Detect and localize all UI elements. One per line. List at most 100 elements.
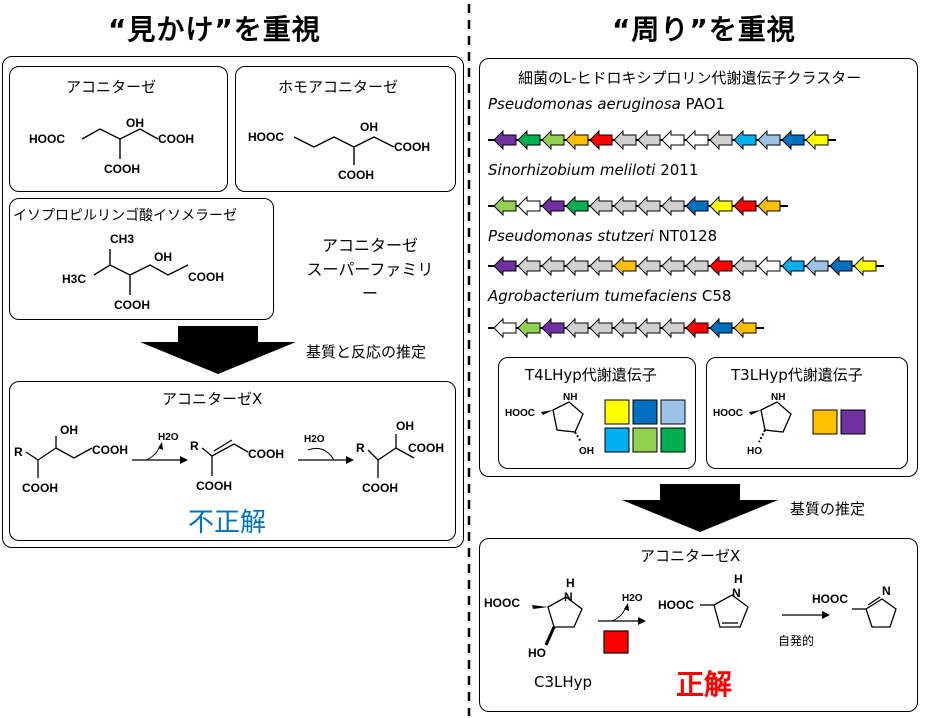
organism-species: Pseudomonas stutzeri [488,227,654,245]
group: N [732,586,741,600]
ipmi-name: イソプロピルリンゴ酸イソメラーゼ [13,208,237,224]
group: HOOC [658,598,694,612]
gene-arrow [565,255,589,277]
gene-arrow [757,195,781,217]
substrate-label: C3LHyp [534,673,593,691]
gene-color-square [604,427,630,453]
gene-color-square [604,399,630,425]
gene-arrow [613,255,637,277]
gene-arrow [565,129,589,151]
group: H [734,572,743,586]
water-label: H2O [158,432,179,443]
left-reaction: R OH COOH COOH H2O R COOH COOH H2O [14,420,444,495]
gene-arrow [637,129,661,151]
gene-arrow [805,255,829,277]
left-heading: “見かけ”を重視 [108,13,321,46]
gene-arrow [685,317,709,339]
gene-arrow [541,129,565,151]
gene-arrow [517,195,541,217]
homoaconitase-structure: HOOC OH COOH COOH [248,120,430,182]
group: COOH [338,168,374,182]
gene-arrow [541,317,565,339]
t4-name: T4LHyp代謝遺伝子 [525,366,657,384]
group: R [190,439,199,453]
organism-3: Pseudomonas stutzeri NT0128 [488,227,717,245]
gene-arrow [493,255,517,277]
group: CH3 [110,232,134,246]
group: HOOC [29,132,65,146]
left-result-box: アコニターゼX R OH COOH COOH H2O R COOH C [9,381,456,541]
homoaconitase-box: ホモアコニターゼ HOOC OH COOH COOH [235,66,456,192]
group: COOH [22,481,58,495]
cluster-title: 細菌のL-ヒドロキシプロリン代謝遺伝子クラスター [518,69,862,87]
gene-arrow [637,195,661,217]
down-arrow-right [622,484,778,532]
gene-arrow [565,317,589,339]
gene-arrow [661,317,685,339]
right-reaction: HOOC H N HO H2O HOOC H N 自発的 [484,572,897,660]
aconitase-name: アコニターゼ [66,78,157,96]
gene-arrow [493,317,517,339]
gene-color-square [840,409,866,435]
gene-arrow [757,255,781,277]
right-verdict: 正解 [676,668,733,701]
group: OH [126,116,144,130]
organism-4: Agrobacterium tumefaciens C58 [488,287,731,305]
group: HOOC [505,408,535,419]
water-label: H2O [622,593,643,604]
group: COOH [408,441,444,455]
gene-arrow [685,195,709,217]
t3-gene-colors [812,409,866,435]
group: R [356,441,365,455]
gene-arrow [781,255,805,277]
right-arrow-label: 基質の推定 [790,500,866,518]
gene-cluster-row-3 [488,255,884,277]
gene-color-square [660,427,686,453]
water-label: H2O [304,434,325,445]
group: N [882,584,891,598]
group: HOOC [484,596,520,610]
group: HO [747,446,762,457]
gene-arrow [637,317,661,339]
gene-arrow [589,129,613,151]
t4-box: T4LHyp代謝遺伝子 HOOC NH OH [498,357,696,469]
organism-species: Pseudomonas aeruginosa [488,95,681,113]
gene-arrow [589,255,613,277]
gene-arrow [781,129,805,151]
superfamily-line2: スーパーファミリー [306,260,434,303]
organism-species: Agrobacterium tumefaciens [488,287,698,305]
gene-arrow [661,195,685,217]
group: COOH [158,132,194,146]
gene-color-square [812,409,838,435]
gene-arrow [541,255,565,277]
gene-arrow [661,129,685,151]
group: COOH [362,481,398,495]
gene-arrow [613,129,637,151]
group: H3C [62,272,86,286]
gene-color-square [632,399,658,425]
t4-gene-colors [604,399,686,453]
group: OH [579,446,594,457]
group: OH [360,120,378,134]
gene-arrow [541,195,565,217]
aconitase-box: アコニターゼ HOOC OH COOH COOH [9,66,228,192]
group: HOOC [248,130,284,144]
gene-arrow [493,129,517,151]
gene-arrow [589,317,613,339]
gene-arrow [661,255,685,277]
group: HO [528,646,546,660]
group: COOH [114,298,150,312]
gene-arrow [709,129,733,151]
gene-arrow [709,317,733,339]
t3-box: T3LHyp代謝遺伝子 HOOC NH HO [706,357,908,469]
gene-color-square [632,427,658,453]
group: COOH [248,447,284,461]
group: COOH [196,479,232,493]
organism-strain: C58 [701,287,732,305]
homoaconitase-name: ホモアコニターゼ [278,78,399,96]
gene-arrow [733,129,757,151]
superfamily-line1: アコニターゼ [321,236,418,255]
group: NH [771,392,785,403]
organism-1: Pseudomonas aeruginosa PAO1 [488,95,725,113]
left-verdict: 不正解 [188,508,267,538]
